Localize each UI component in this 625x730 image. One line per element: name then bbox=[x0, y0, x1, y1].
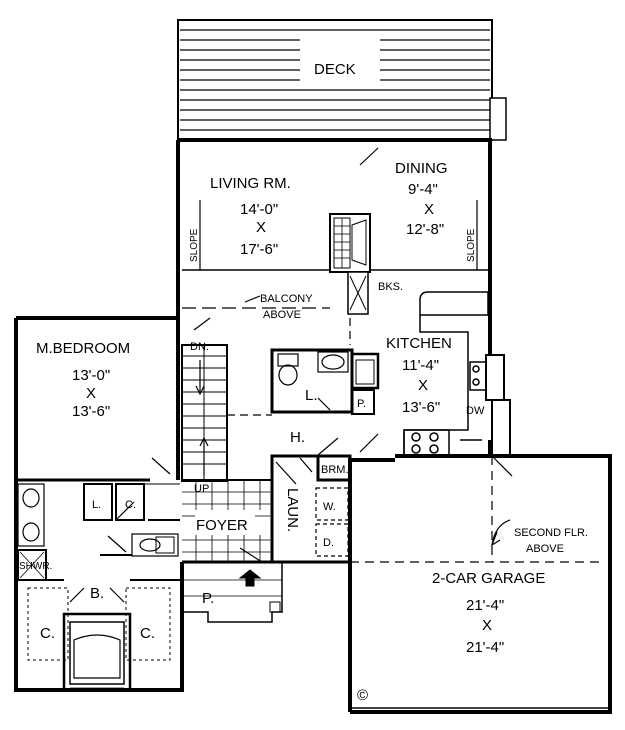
garage-label: 2-CAR GARAGE bbox=[432, 570, 545, 587]
powder-room-label: L. bbox=[305, 387, 318, 404]
small-closet-label: C. bbox=[125, 499, 136, 511]
kitchen-counters bbox=[403, 291, 489, 456]
copyright-symbol: © bbox=[357, 687, 368, 704]
slope-right-label: SLOPE bbox=[466, 228, 477, 262]
living-room-label: LIVING RM. bbox=[210, 175, 291, 192]
porch-label: P. bbox=[202, 590, 214, 607]
labels: DECK LIVING RM. 14'-0" X 17'-6" DINING 9… bbox=[19, 61, 588, 704]
balcony-label: BALCONY bbox=[260, 293, 313, 305]
dining-width: 9'-4" bbox=[408, 181, 438, 198]
deck-label: DECK bbox=[314, 61, 356, 78]
kitchen-length: 13'-6" bbox=[402, 399, 440, 416]
stairs-up-label: UP bbox=[194, 483, 209, 495]
bath-label: B. bbox=[90, 585, 104, 602]
closet-right-label: C. bbox=[140, 625, 155, 642]
master-bedroom-length: 13'-6" bbox=[72, 403, 110, 420]
master-bedroom bbox=[16, 457, 171, 482]
garage-x: X bbox=[482, 617, 492, 634]
shower-label: SHWR. bbox=[19, 561, 52, 572]
garage-width: 21'-4" bbox=[466, 597, 504, 614]
laundry-text: LAUN. bbox=[284, 488, 301, 532]
stairs-down-label: DN. bbox=[190, 341, 209, 353]
linen-closet-label: L. bbox=[92, 499, 101, 511]
washer-label: W. bbox=[323, 501, 336, 513]
kitchen-x: X bbox=[418, 377, 428, 394]
bookshelves bbox=[347, 271, 369, 315]
second-floor-above-label: ABOVE bbox=[526, 543, 564, 555]
dining-length: 12'-8" bbox=[406, 221, 444, 238]
fireplace bbox=[329, 213, 371, 273]
second-floor-label: SECOND FLR. bbox=[514, 527, 588, 539]
master-bedroom-width: 13'-0" bbox=[72, 367, 110, 384]
kitchen-label: KITCHEN bbox=[386, 335, 452, 352]
foyer bbox=[182, 479, 272, 564]
master-bedroom-x: X bbox=[86, 385, 96, 402]
master-bath bbox=[17, 483, 180, 692]
pantry-label: P. bbox=[357, 398, 366, 410]
broom-closet-label: BRM. bbox=[321, 464, 349, 476]
living-room-x: X bbox=[256, 219, 266, 236]
porch bbox=[181, 562, 283, 623]
deck bbox=[177, 19, 507, 141]
powder-room bbox=[270, 348, 380, 415]
hall-label: H. bbox=[290, 429, 305, 446]
dining-x: X bbox=[424, 201, 434, 218]
living-room-length: 17'-6" bbox=[240, 241, 278, 258]
laundry-label: LAUN. bbox=[284, 488, 301, 532]
master-bedroom-label: M.BEDROOM bbox=[36, 340, 130, 357]
balcony-above-label: ABOVE bbox=[263, 309, 301, 321]
living-room-width: 14'-0" bbox=[240, 201, 278, 218]
closet-left-label: C. bbox=[40, 625, 55, 642]
bookshelves-label: BKS. bbox=[378, 281, 403, 293]
kitchen-width: 11'-4" bbox=[402, 357, 439, 374]
dishwasher-label: DW bbox=[466, 405, 485, 417]
dryer-label: D. bbox=[323, 537, 334, 549]
garage-length: 21'-4" bbox=[466, 639, 504, 656]
dining-label: DINING bbox=[395, 160, 448, 177]
foyer-label: FOYER bbox=[196, 517, 248, 534]
slope-left-label: SLOPE bbox=[189, 228, 200, 262]
